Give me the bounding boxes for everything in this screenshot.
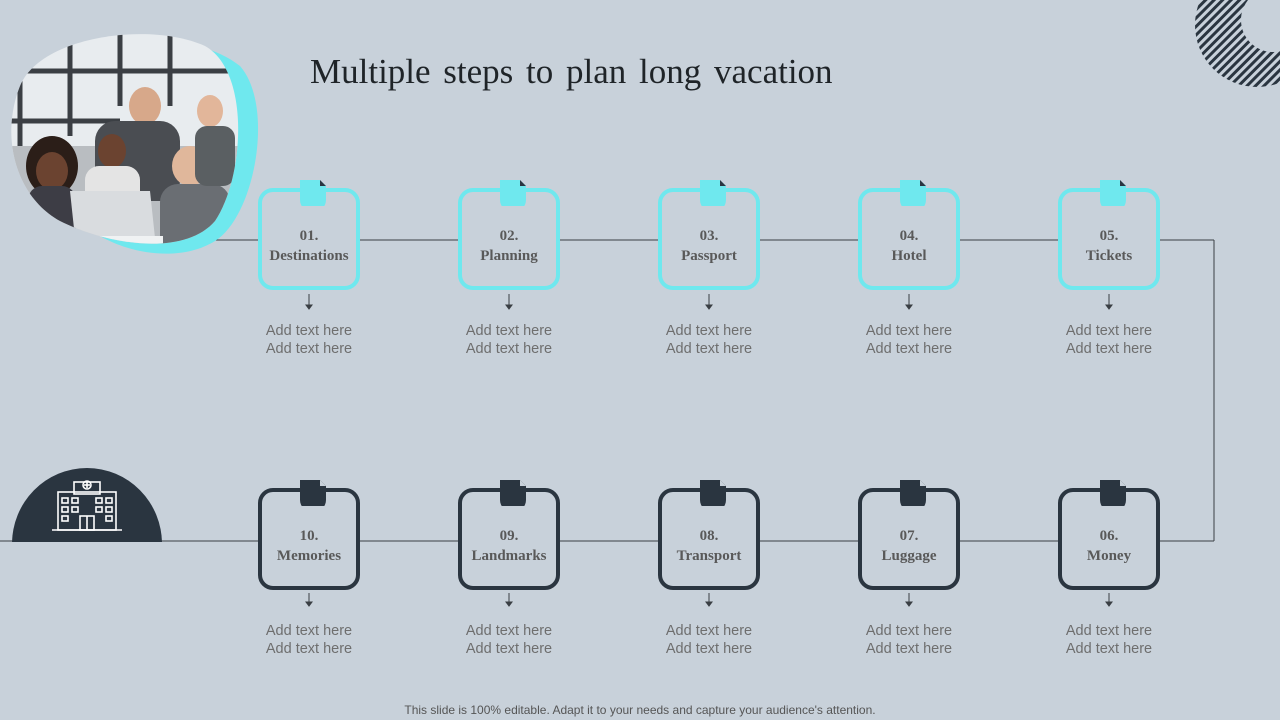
description-line: Add text here <box>865 341 953 357</box>
description-line: Add text here <box>1065 623 1153 639</box>
bookmark-tab-icon <box>500 180 526 206</box>
step-card-01: 01. Destinations <box>258 180 360 290</box>
step-name: Memories <box>276 548 342 564</box>
description-line: Add text here <box>1065 641 1153 657</box>
step-description-03: Add text here Add text here <box>634 322 784 358</box>
step-number: 04. <box>899 228 919 244</box>
step-name: Passport <box>681 248 737 264</box>
step-number: 02. <box>499 228 519 244</box>
step-description-08: Add text here Add text here <box>634 622 784 658</box>
step-card-04: 04. Hotel <box>858 180 960 290</box>
bookmark-tab-icon <box>900 180 926 206</box>
description-line: Add text here <box>865 623 953 639</box>
step-number: 09. <box>499 528 519 544</box>
description-line: Add text here <box>665 623 753 639</box>
description-line: Add text here <box>465 323 553 339</box>
step-card-08: 08. Transport <box>658 480 760 590</box>
step-description-09: Add text here Add text here <box>434 622 584 658</box>
bookmark-tab-icon <box>1100 180 1126 206</box>
step-name: Destinations <box>269 248 349 264</box>
step-card-02: 02. Planning <box>458 180 560 290</box>
hospital-building-icon <box>12 468 162 542</box>
step-description-02: Add text here Add text here <box>434 322 584 358</box>
description-line: Add text here <box>265 341 353 357</box>
step-description-01: Add text here Add text here <box>234 322 384 358</box>
description-line: Add text here <box>1065 323 1153 339</box>
description-line: Add text here <box>1065 341 1153 357</box>
step-card-09: 09. Landmarks <box>458 480 560 590</box>
step-card-05: 05. Tickets <box>1058 180 1160 290</box>
bookmark-tab-icon <box>300 180 326 206</box>
bookmark-tab-icon <box>900 480 926 506</box>
step-name: Landmarks <box>471 548 547 564</box>
page-title: Multiple steps to plan long vacation <box>310 52 833 91</box>
bookmark-tab-icon <box>700 180 726 206</box>
striped-circle-decoration <box>1195 0 1280 90</box>
step-description-05: Add text here Add text here <box>1034 322 1184 358</box>
step-name: Money <box>1086 548 1132 564</box>
step-name: Tickets <box>1085 248 1133 264</box>
description-line: Add text here <box>465 623 553 639</box>
description-line: Add text here <box>665 641 753 657</box>
step-name: Planning <box>480 248 538 264</box>
team-photo <box>0 26 262 256</box>
step-description-06: Add text here Add text here <box>1034 622 1184 658</box>
description-line: Add text here <box>465 641 553 657</box>
step-description-10: Add text here Add text here <box>234 622 384 658</box>
footer-note: This slide is 100% editable. Adapt it to… <box>404 703 876 717</box>
step-number: 10. <box>299 528 319 544</box>
step-number: 06. <box>1099 528 1119 544</box>
step-card-07: 07. Luggage <box>858 480 960 590</box>
bookmark-tab-icon <box>500 480 526 506</box>
step-description-04: Add text here Add text here <box>834 322 984 358</box>
step-card-10: 10. Memories <box>258 480 360 590</box>
step-description-07: Add text here Add text here <box>834 622 984 658</box>
step-number: 08. <box>699 528 719 544</box>
description-line: Add text here <box>265 323 353 339</box>
step-number: 03. <box>699 228 719 244</box>
bookmark-tab-icon <box>700 480 726 506</box>
bookmark-tab-icon <box>1100 480 1126 506</box>
step-name: Hotel <box>891 248 927 264</box>
description-line: Add text here <box>465 341 553 357</box>
step-name: Transport <box>676 548 742 564</box>
step-number: 07. <box>899 528 919 544</box>
description-line: Add text here <box>865 641 953 657</box>
description-line: Add text here <box>265 623 353 639</box>
step-card-06: 06. Money <box>1058 480 1160 590</box>
step-number: 01. <box>299 228 319 244</box>
step-name: Luggage <box>881 548 937 564</box>
description-line: Add text here <box>865 323 953 339</box>
bookmark-tab-icon <box>300 480 326 506</box>
description-line: Add text here <box>265 641 353 657</box>
description-line: Add text here <box>665 323 753 339</box>
step-card-03: 03. Passport <box>658 180 760 290</box>
description-line: Add text here <box>665 341 753 357</box>
step-number: 05. <box>1099 228 1119 244</box>
